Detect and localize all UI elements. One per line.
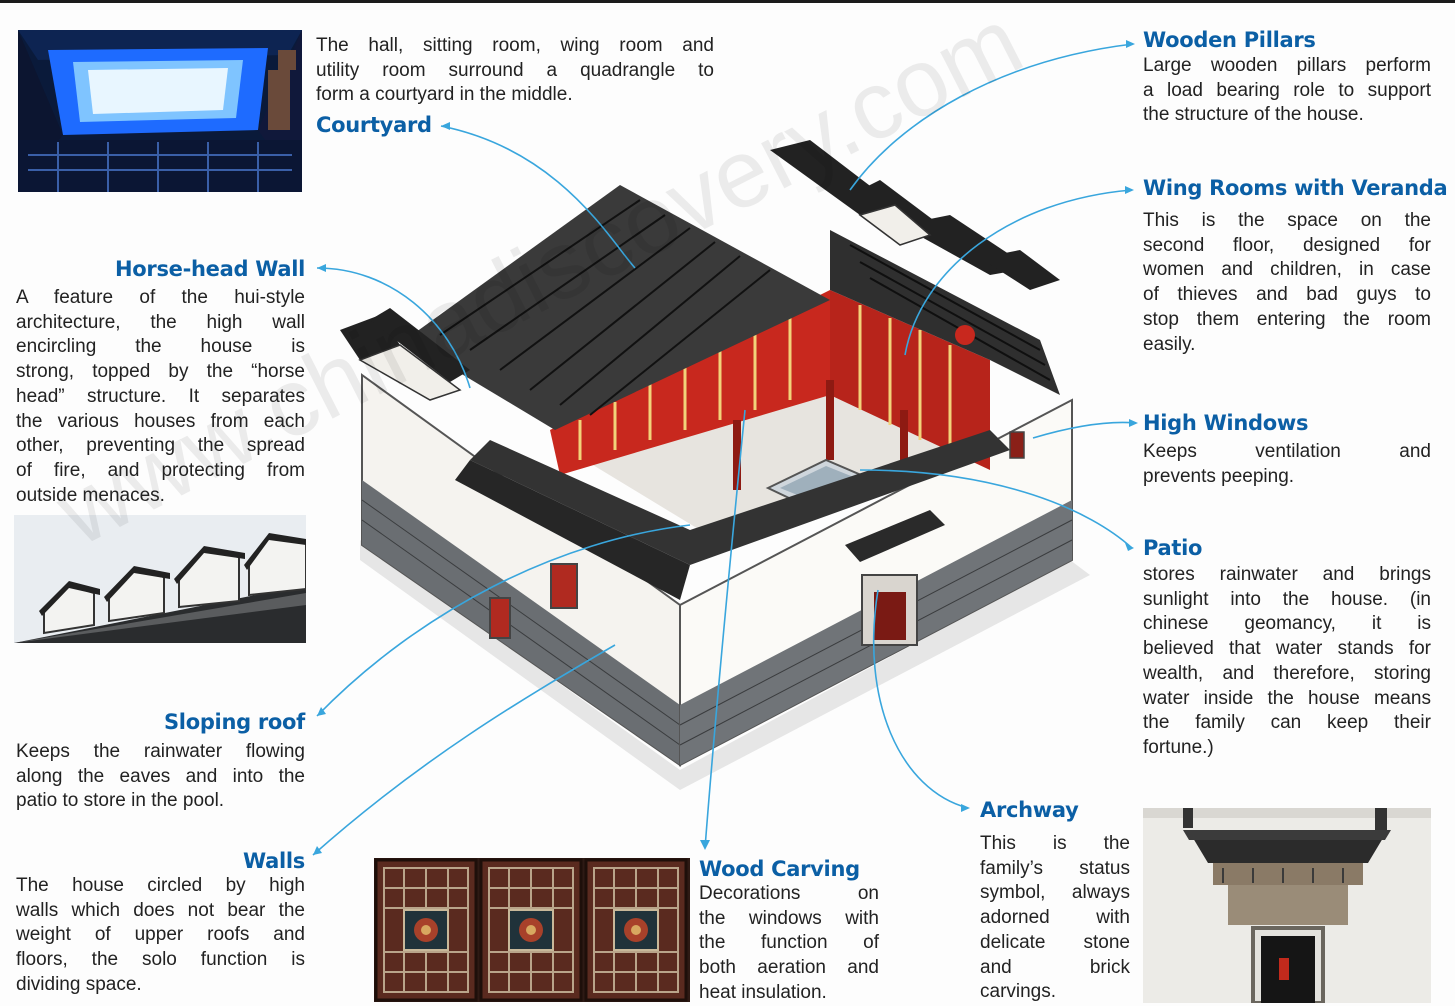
wood-carving-heading: Wood Carving [699,857,860,881]
patio-text: stores rainwater and brings sunlight int… [1143,564,1431,758]
main-roof [405,185,830,430]
horse-head-wall-text: A feature of the hui-style architecture,… [16,287,305,506]
sloping-roof-heading: Sloping roof [163,710,305,734]
wood-carving-photo [374,858,690,1002]
courtyard-text: The hall, sitting room, wing room and ut… [316,35,714,106]
archway-photo [1143,808,1431,1003]
high-window [550,563,578,609]
wood-carving-text: Decorations on the windows with the func… [699,883,879,1003]
walls-heading: Walls [243,849,305,873]
sloping-roof-text: Keeps the rainwater flowing along the ea… [16,741,305,812]
patio-heading: Patio [1143,536,1203,560]
walls-text: The house circled by high walls which do… [16,875,305,995]
courtyard-heading: Courtyard [316,113,432,137]
high-windows-heading: High Windows [1143,411,1309,435]
wooden-pillars-heading: Wooden Pillars [1143,28,1316,52]
horse-head-wall-photo [14,515,306,643]
high-window [489,597,511,639]
wooden-pillars-text: Large wooden pillars perform a load bear… [1143,55,1431,126]
courtyard-photo [18,30,302,192]
wing-rooms-heading: Wing Rooms with Veranda [1143,176,1448,200]
back-gallery [550,290,830,475]
pillar [826,380,834,460]
horse-head-gables [340,140,1060,382]
horse-head-wall-heading: Horse-head Wall [114,257,305,281]
wing-rooms-text: This is the space on the second floor, d… [1143,210,1431,355]
leader-lines [312,43,1137,856]
high-window [1009,431,1025,459]
front-roof [470,430,1010,565]
archway-text: This is the family’s status symbol, alwa… [980,833,1130,1003]
pillar [733,420,741,490]
high-windows-text: Keeps ventilation and prevents peeping. [1143,441,1431,487]
left-brick-base [362,480,680,765]
pillar [900,410,908,480]
archway-heading: Archway [980,798,1079,822]
top-border [0,0,1455,3]
